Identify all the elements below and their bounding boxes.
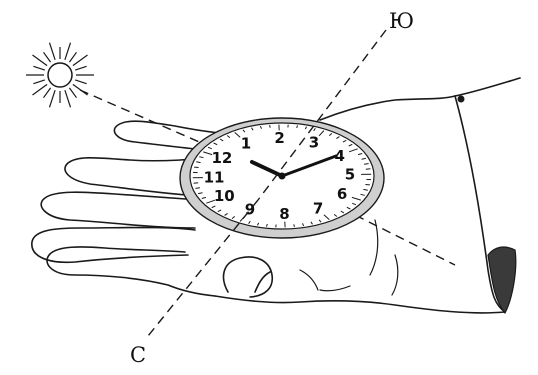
dial-numeral: 10 [214,187,235,205]
sun-ray [65,43,71,60]
dial-tick [294,224,295,227]
dial-numeral: 6 [337,185,347,203]
sun-ray [33,55,48,66]
cuff-button [458,96,465,103]
dial-numeral: 1 [241,135,251,153]
label-south-direction: Ю [389,9,414,33]
sun-ray [69,88,76,98]
dial-numeral: 8 [279,205,289,223]
cuff-shading [488,247,516,313]
sun-ray [33,84,48,95]
sun-ray [69,52,76,62]
dial-tick [364,164,369,165]
sun-ray [65,90,71,107]
sun-ray [33,66,44,70]
dial-tick [270,125,271,128]
sun-ray [50,43,56,60]
dial-numeral: 12 [211,149,232,167]
dial-numeral: 11 [204,168,225,186]
dial-numeral: 9 [245,201,255,219]
label-north-direction: С [130,343,146,367]
sun-ray [44,88,51,98]
dial-numeral: 2 [274,129,284,147]
dial-tick [195,188,200,189]
dial-numeral: 3 [309,133,319,151]
sun-ray [33,80,44,84]
dial-numeral: 5 [345,166,355,184]
sun-ray [75,80,86,84]
dial-numeral: 7 [313,199,323,217]
sun-icon [26,43,94,108]
sun-ray [75,66,86,70]
sun-ray [44,52,51,62]
sun-ray [73,55,88,66]
sun-ray [50,90,56,107]
watch-center-pin [279,173,286,180]
